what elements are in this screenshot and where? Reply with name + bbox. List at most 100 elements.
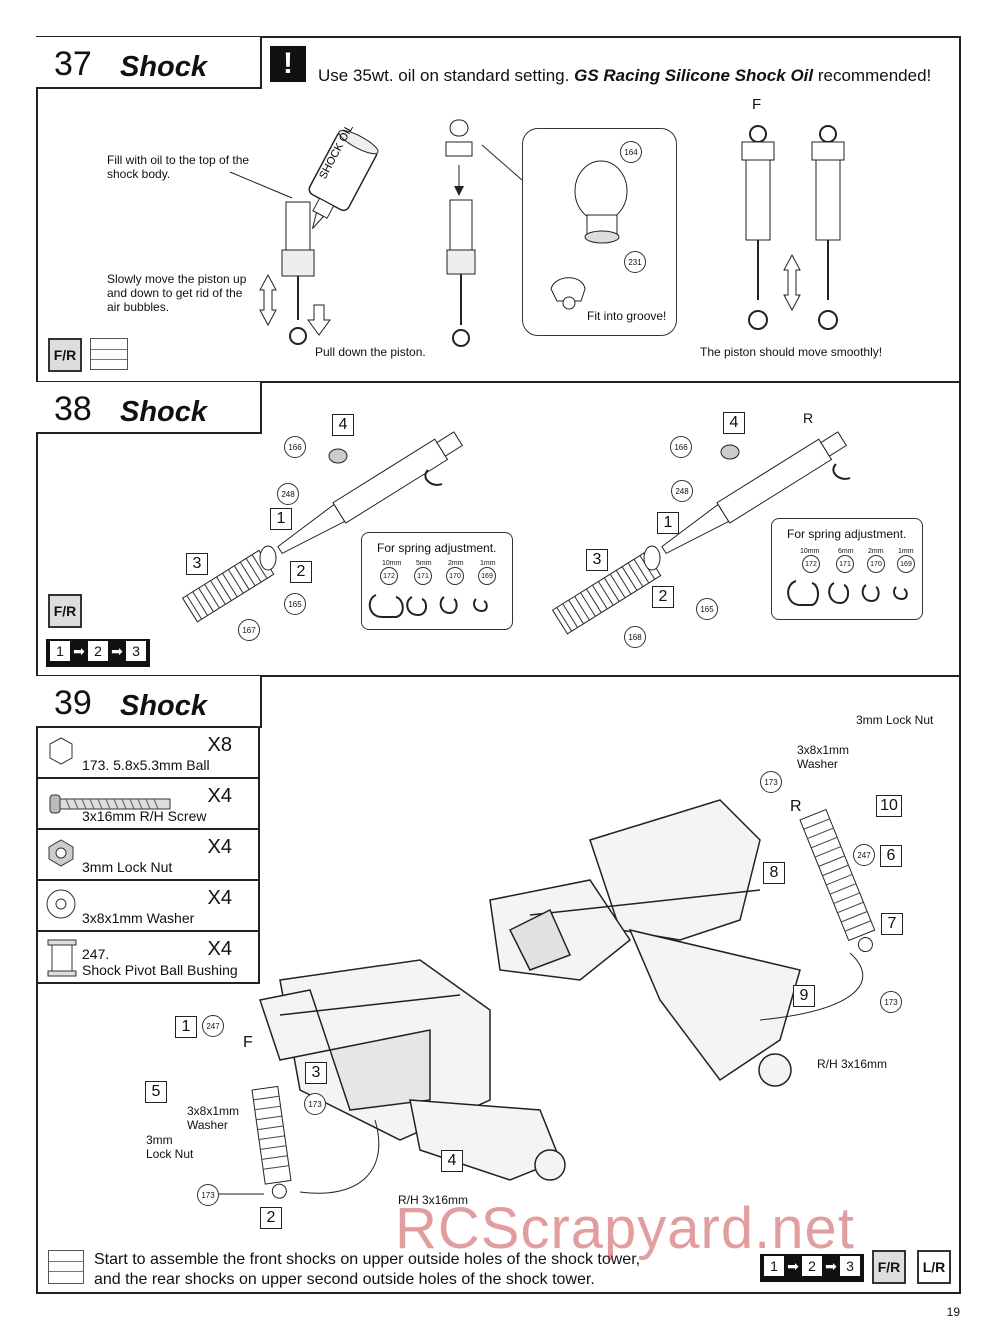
seq-step: 2 <box>802 1256 822 1276</box>
rear-label: R <box>790 798 802 815</box>
spacer-size: 1mm <box>480 560 496 567</box>
washer-front-label: 3x8x1mm Washer <box>187 1104 240 1132</box>
box-4: 4 <box>441 1150 463 1172</box>
part-247-rear: 247 <box>853 844 875 866</box>
bushing-icon <box>47 939 77 977</box>
rear-label: R <box>803 410 814 426</box>
part-qty: X4 <box>207 836 232 858</box>
seq-step: 1 <box>50 641 70 661</box>
step-38-drawing <box>181 431 851 635</box>
bladder-drawing <box>550 160 628 310</box>
fill-instruction: Fill with oil to the top of the shock bo… <box>107 153 250 181</box>
part-number: 247. <box>82 946 110 962</box>
part-qty: X4 <box>207 938 232 960</box>
part-169: 169 <box>897 555 915 573</box>
divider-37-38 <box>36 381 961 383</box>
front-label: F <box>752 96 762 113</box>
smooth-instruction: The piston should move smoothly! <box>700 345 883 359</box>
part-168: 168 <box>624 626 646 648</box>
box-6: 6 <box>880 845 902 867</box>
seq-step: 3 <box>126 641 146 661</box>
bubbles-instruction: Slowly move the piston up and down to ge… <box>107 272 247 314</box>
spacer-size: 1mm <box>898 548 914 555</box>
washer-rear-label: 3x8x1mm Washer <box>797 743 850 771</box>
page-number: 19 <box>946 1305 960 1319</box>
part-170: 170 <box>867 555 885 573</box>
warning-icon: ! <box>270 46 306 82</box>
spacer-size: 10mm <box>382 560 402 567</box>
chassis-drawing <box>208 799 876 1199</box>
blank-notes-icon <box>90 338 128 370</box>
parts-list: X8 173. 5.8x5.3mm Ball X4 3x16mm R/H Scr… <box>36 728 260 984</box>
screw-icon <box>49 794 171 814</box>
washer-icon <box>46 889 76 919</box>
spacer-clips-drawing <box>787 580 908 606</box>
part-qty: X8 <box>207 734 232 756</box>
step-39-header: 39 Shock <box>36 676 262 728</box>
pull-instruction: Pull down the piston. <box>315 345 426 359</box>
part-171: 171 <box>414 567 432 585</box>
spacer-size: 2mm <box>868 548 884 555</box>
part-169: 169 <box>478 567 496 585</box>
step-number: 39 <box>54 684 92 722</box>
box-3-rear: 3 <box>586 549 608 571</box>
box-10: 10 <box>876 795 902 817</box>
step-38-header: 38 Shock <box>36 382 262 434</box>
blank-notes-icon <box>48 1250 84 1284</box>
spring-adjust-title: For spring adjustment. <box>787 527 907 541</box>
oil-note-pre: Use 35wt. oil on standard setting. <box>318 66 570 85</box>
part-name: 3x16mm R/H Screw <box>82 808 207 824</box>
box-2-front: 2 <box>290 561 312 583</box>
part-164: 164 <box>620 141 642 163</box>
box-2: 2 <box>260 1207 282 1229</box>
groove-callout: 164 231 Fit into groove! <box>522 128 677 336</box>
part-name: 173. 5.8x5.3mm Ball <box>82 757 210 773</box>
spacer-clips-drawing <box>368 594 488 618</box>
assembly-note-line-1: Start to assemble the front shocks on up… <box>94 1251 641 1268</box>
parts-row-locknut: X4 3mm Lock Nut <box>36 830 258 881</box>
part-167: 167 <box>238 619 260 641</box>
part-173-rear-bottom: 173 <box>880 991 902 1013</box>
spring-adjust-rear: For spring adjustment. 10mm 6mm 2mm 1mm … <box>771 518 923 620</box>
spring-adjust-front: For spring adjustment. 10mm 5mm 2mm 1mm … <box>361 532 513 630</box>
part-170: 170 <box>446 567 464 585</box>
step-title: Shock <box>120 51 208 83</box>
assembly-note-line-2: and the rear shocks on upper second outs… <box>94 1271 595 1288</box>
part-166-rear: 166 <box>670 436 692 458</box>
part-173-front-bottom: 173 <box>197 1184 219 1206</box>
box-4-front: 4 <box>332 414 354 436</box>
box-9: 9 <box>793 985 815 1007</box>
box-1-front: 1 <box>270 508 292 530</box>
parts-row-washer: X4 3x8x1mm Washer <box>36 881 258 932</box>
lock-nut-icon <box>48 839 74 867</box>
spring-adjust-title: For spring adjustment. <box>377 541 497 555</box>
box-1: 1 <box>175 1016 197 1038</box>
front-rear-icon: F/R <box>872 1250 906 1284</box>
spacer-size: 5mm <box>416 560 432 567</box>
part-name: 3mm Lock Nut <box>82 859 173 875</box>
step-37-drawing: SHOCK OIL <box>229 119 845 347</box>
part-name: Shock Pivot Ball Bushing <box>82 962 238 978</box>
step-title: Shock <box>120 396 208 428</box>
seq-step: 3 <box>840 1256 860 1276</box>
box-8: 8 <box>763 862 785 884</box>
groove-label: Fit into groove! <box>587 309 667 323</box>
screw-rear-label: R/H 3x16mm <box>817 1057 888 1071</box>
oil-note-brand: GS Racing Silicone Shock Oil <box>574 66 814 85</box>
step-37-header: 37 Shock <box>36 37 262 89</box>
box-2-rear: 2 <box>652 586 674 608</box>
front-rear-icon: F/R <box>48 594 82 628</box>
part-name: 3x8x1mm Washer <box>82 910 195 926</box>
box-4-rear: 4 <box>723 412 745 434</box>
part-qty: X4 <box>207 887 232 909</box>
left-right-icon: L/R <box>917 1250 951 1284</box>
oil-note-post: recommended! <box>817 66 932 85</box>
part-171: 171 <box>836 555 854 573</box>
part-248-front: 248 <box>277 483 299 505</box>
front-label: F <box>243 1034 253 1051</box>
box-5: 5 <box>145 1081 167 1103</box>
part-165-rear: 165 <box>696 598 718 620</box>
part-247-front: 247 <box>202 1015 224 1037</box>
parts-row-bushing: X4 247. Shock Pivot Ball Bushing <box>36 932 258 984</box>
part-173-rear-top: 173 <box>760 771 782 793</box>
